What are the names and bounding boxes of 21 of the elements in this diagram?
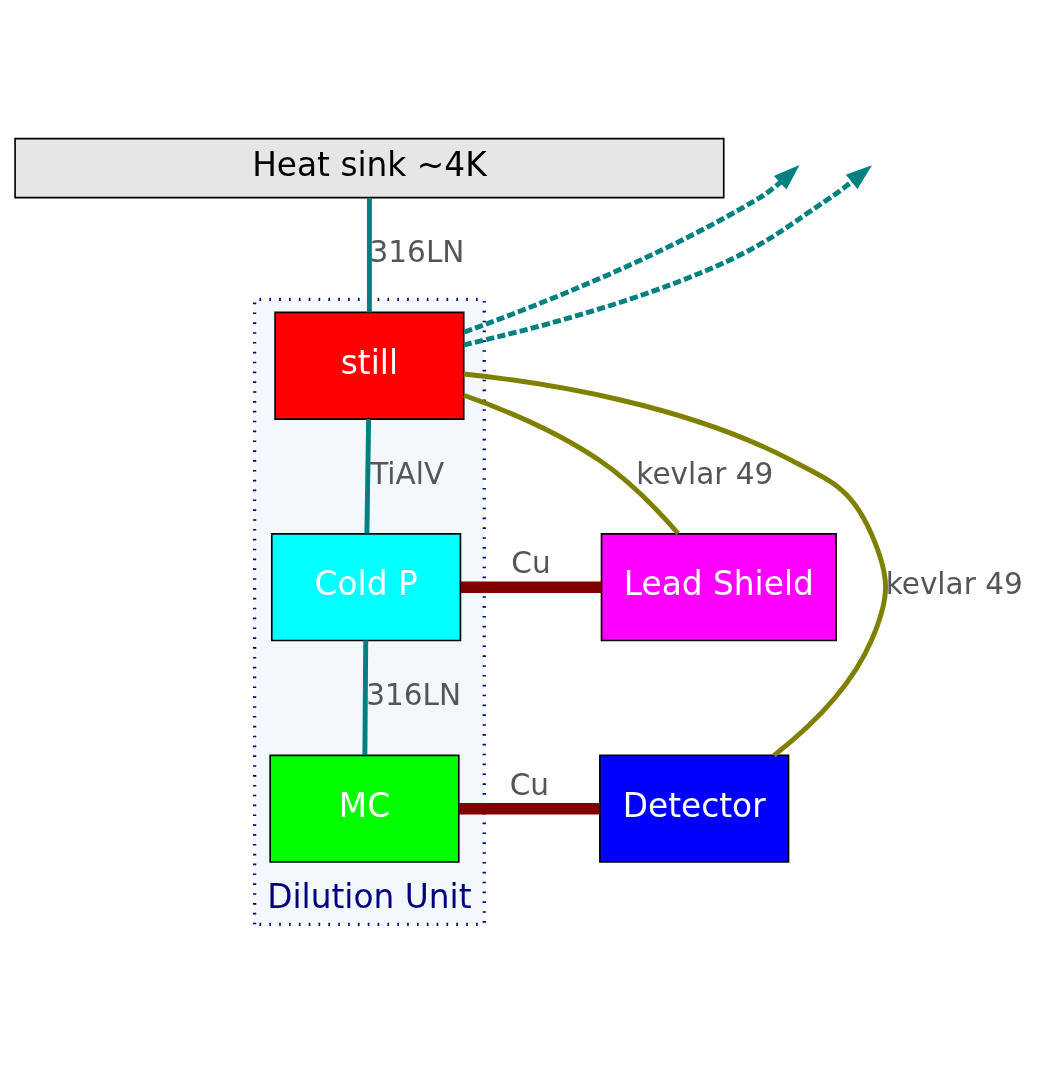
connector bbox=[362, 640, 369, 755]
edge-label: 316LN bbox=[366, 678, 462, 713]
arrow bbox=[463, 164, 800, 335]
node-box: Lead Shield bbox=[600, 533, 837, 642]
edge-label: kevlar 49 bbox=[636, 456, 774, 491]
node-box: Cold P bbox=[271, 533, 462, 642]
connector bbox=[463, 371, 888, 758]
edge-label: Cu bbox=[509, 767, 550, 802]
edge-label: kevlar 49 bbox=[885, 567, 1023, 602]
edge-label: Cu bbox=[511, 546, 551, 581]
connector bbox=[463, 393, 680, 536]
connector bbox=[364, 419, 372, 534]
arrow bbox=[463, 165, 872, 348]
node-box: still bbox=[274, 311, 465, 420]
node-box: MC bbox=[269, 754, 460, 863]
node-box: Detector bbox=[599, 754, 790, 863]
connector bbox=[366, 198, 372, 313]
connector bbox=[458, 802, 600, 815]
node-box: Heat sink ~4K bbox=[14, 137, 725, 199]
edge-label: TiAlV bbox=[370, 456, 445, 491]
connector bbox=[460, 581, 602, 593]
